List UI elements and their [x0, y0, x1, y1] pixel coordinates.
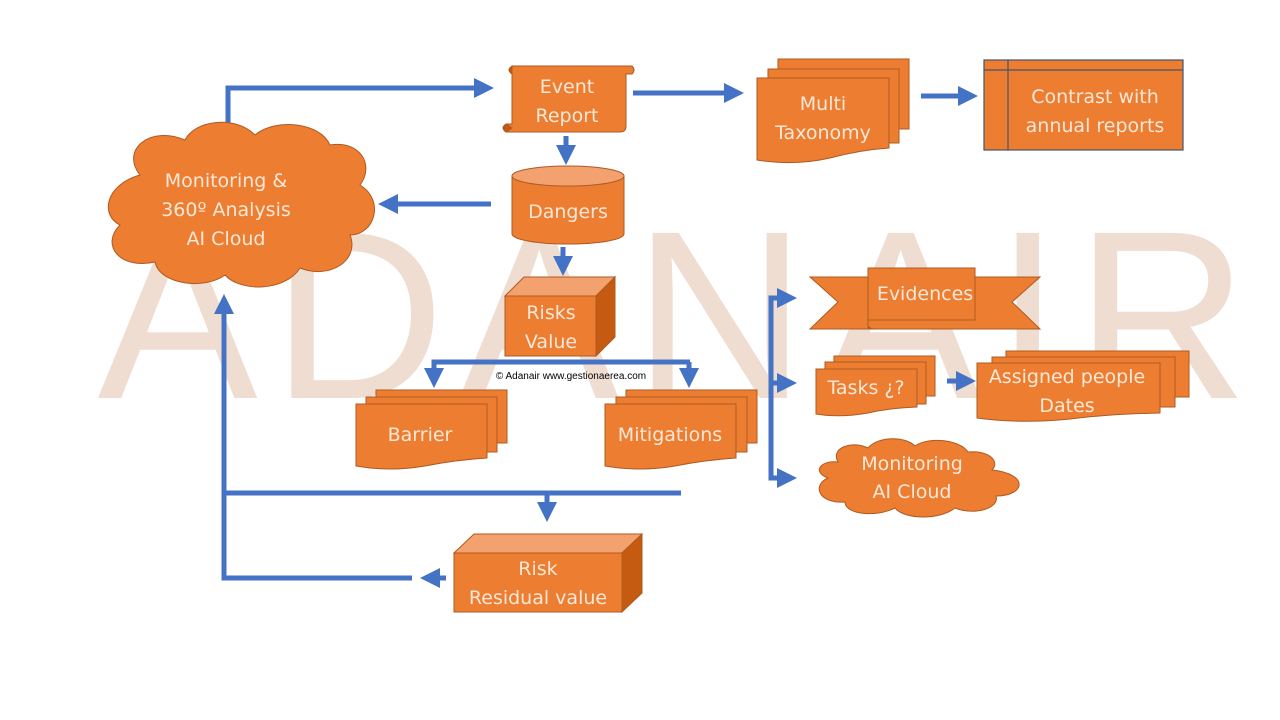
node-assigned[interactable]: Assigned people Dates: [976, 350, 1190, 422]
monitoring-cloud-label-3: AI Cloud: [187, 228, 266, 250]
multi-taxonomy-label-1: Multi: [800, 93, 846, 115]
multi-taxonomy-label-2: Taxonomy: [774, 122, 871, 144]
risks-value-label-1: Risks: [526, 302, 575, 324]
node-mitigations[interactable]: Mitigations: [604, 389, 758, 470]
tasks-label: Tasks ¿?: [826, 377, 904, 399]
node-event-report[interactable]: Event Report: [502, 65, 635, 133]
monitoring-cloud-label-2: 360º Analysis: [161, 199, 291, 221]
monitoring-small-label-1: Monitoring: [861, 453, 963, 475]
risks-value-label-2: Value: [525, 331, 577, 353]
node-monitoring-small[interactable]: Monitoring AI Cloud: [818, 438, 1020, 518]
contrast-label-2: annual reports: [1026, 115, 1165, 137]
node-evidences[interactable]: Evidences: [808, 267, 1042, 330]
node-risks-value[interactable]: Risks Value: [503, 275, 617, 358]
dangers-label: Dangers: [528, 201, 608, 223]
copyright-text: © Adanair www.gestionaerea.com: [496, 371, 646, 382]
node-multi-taxonomy[interactable]: Multi Taxonomy: [756, 58, 910, 164]
connector-risks-to-barrier: [424, 359, 690, 388]
node-residual[interactable]: Risk Residual value: [452, 532, 644, 614]
mitigations-label: Mitigations: [618, 424, 722, 446]
residual-label-1: Risk: [518, 558, 557, 580]
node-tasks[interactable]: Tasks ¿?: [815, 355, 936, 417]
connector-loop-up-to-cloud: [214, 294, 412, 581]
node-contrast[interactable]: Contrast with annual reports: [983, 59, 1184, 151]
node-dangers[interactable]: Dangers: [511, 165, 625, 245]
residual-label-2: Residual value: [469, 587, 607, 609]
event-report-label-2: Report: [536, 105, 599, 127]
connectors: [214, 78, 978, 588]
barrier-label: Barrier: [388, 424, 453, 446]
node-monitoring-cloud[interactable]: Monitoring & 360º Analysis AI Cloud: [107, 121, 375, 288]
monitoring-cloud-label-1: Monitoring &: [165, 170, 288, 192]
assigned-label-2: Dates: [1039, 395, 1094, 417]
assigned-label-1: Assigned people: [989, 366, 1145, 388]
connector-cloud-to-event: [225, 78, 494, 137]
node-barrier[interactable]: Barrier: [355, 389, 508, 470]
event-report-label-1: Event: [540, 76, 594, 98]
contrast-label-1: Contrast with: [1031, 86, 1159, 108]
evidences-label: Evidences: [877, 283, 973, 305]
monitoring-small-label-2: AI Cloud: [873, 481, 952, 503]
